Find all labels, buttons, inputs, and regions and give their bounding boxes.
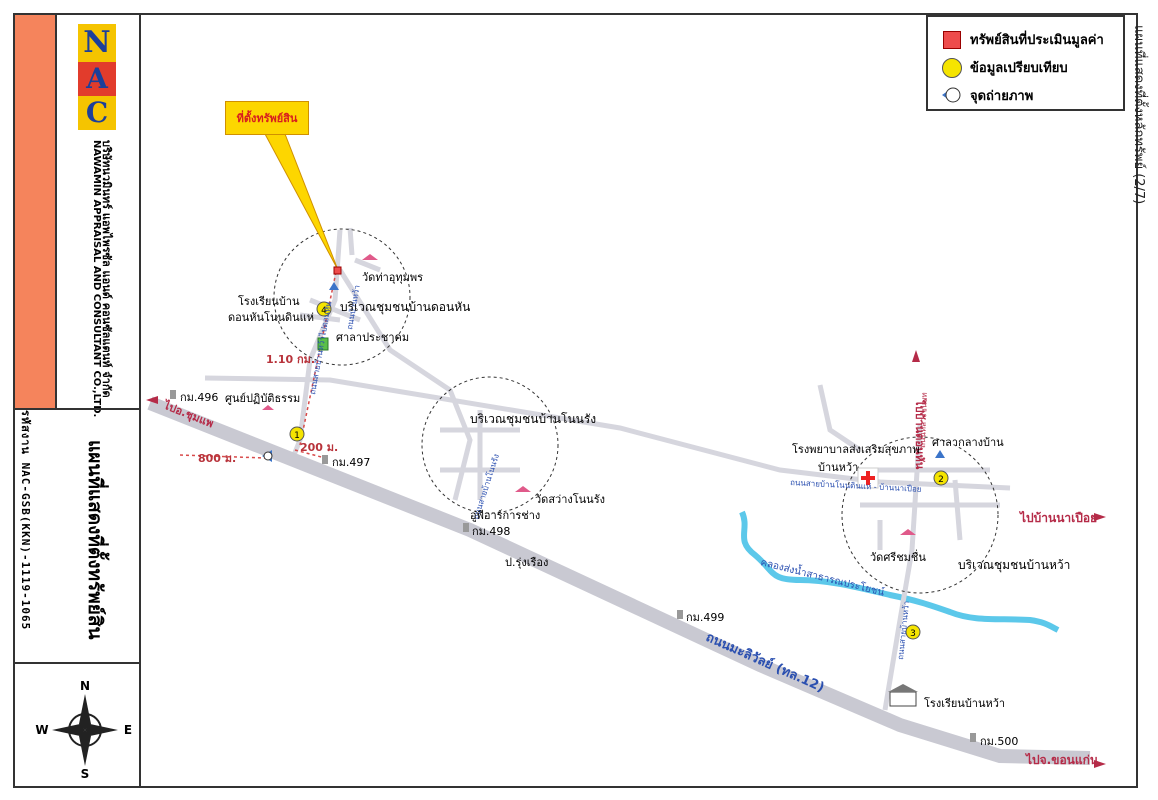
km-marker-496: กม.496: [180, 391, 219, 404]
distance-label-2: 200 ม.: [300, 441, 339, 454]
sidebar-divider: [15, 408, 141, 410]
label-school-don-han-1: โรงเรียนบ้าน: [238, 295, 300, 308]
road-label-rural: ถนนหลวงชนบท: [918, 392, 929, 448]
canal: [739, 510, 1060, 633]
label-sala-prachakhom: ศาลาประชาคม: [336, 331, 410, 344]
distance-line-3: [179, 454, 266, 459]
code-strip: [15, 15, 57, 410]
km-marker-498: กม.498: [472, 525, 511, 538]
legend: ทรัพย์สินที่ประเมินมูลค่า ข้อมูลเปรียบเท…: [926, 15, 1125, 111]
legend-label: ทรัพย์สินที่ประเมินมูลค่า: [970, 32, 1104, 48]
label-hospital-2: บ้านหว้า: [818, 461, 859, 474]
label-community-don-han: บริเวณชุมชนบ้านดอนหัน: [340, 300, 471, 314]
compass-icon: N S E W: [35, 680, 132, 780]
nac-logo: N A C: [78, 24, 118, 134]
callout-pointer: [264, 133, 339, 271]
sidebar-divider: [15, 662, 141, 664]
temple-icons: [262, 254, 916, 535]
yellow-circle-icon: [940, 56, 962, 78]
compass-n: N: [80, 680, 90, 693]
road-label-to-don-han: ไปบ้านดอนหัน: [913, 398, 927, 470]
compass-w: W: [35, 723, 48, 737]
community-circle-don-han: [273, 228, 411, 366]
logo-letter-n: N: [78, 24, 116, 62]
red-square-icon: [940, 28, 962, 50]
route-to-na-pia: ไปบ้านนาเปือย: [1020, 511, 1098, 525]
compass-s: S: [81, 767, 90, 780]
distance-line-2: [294, 449, 326, 459]
label-garage: อู่พีอาร์การช่าง: [470, 509, 541, 522]
map-frame: [13, 13, 1138, 788]
comparable-markers: 1 2 3 4: [289, 301, 949, 640]
label-school-nong-wa: โรงเรียนบ้านหว้า: [924, 697, 1006, 710]
photo-arrow-icon: [329, 282, 339, 290]
subject-property-marker: [333, 266, 342, 275]
label-wat-tha-uthumphon: วัดท่าอุทุมพร: [362, 271, 424, 284]
comparable-3: 3: [910, 629, 916, 639]
comparable-4: 4: [321, 306, 327, 316]
highway-12: [147, 396, 1091, 765]
distance-label-3: 800 ม.: [198, 452, 237, 465]
sidebar-border: [139, 15, 141, 786]
label-pump: ป.รุ่งเรือง: [505, 556, 549, 569]
camera-point-icon: [940, 84, 962, 106]
km-marker-497: กม.497: [332, 456, 371, 469]
label-practice-center: ศูนย์ปฏิบัติธรรม: [225, 392, 301, 405]
km-marker-499: กม.499: [686, 611, 725, 624]
comparable-1: 1: [294, 431, 300, 441]
label-hospital-1: โรงพยาบาลส่งเสริมสุขภาพ: [792, 443, 920, 456]
label-wat-si-chom-chuen: วัดศรีชมชื่น: [870, 551, 926, 564]
legend-label: ข้อมูลเปรียบเทียบ: [970, 60, 1068, 76]
label-sala-klang-ban: ศาลากลางบ้าน: [932, 436, 1004, 449]
label-community-nong-wa: บริเวณชุมชนบ้านหว้า: [958, 558, 1071, 572]
label-wat-sawang: วัดสว่างโนนรัง: [535, 493, 605, 506]
legend-row-subject: ทรัพย์สินที่ประเมินมูลค่า: [940, 27, 1104, 51]
route-to-khon-kaen: ไปจ.ขอนแก่น: [1026, 753, 1099, 767]
subject-callout: ที่ตั้งทรัพย์สิน: [225, 101, 309, 135]
highway-label: ถนนมะลิวัลย์ (ทล.12): [703, 629, 826, 696]
arrow-right-icon: [1094, 760, 1106, 768]
km-post-icons: [170, 390, 976, 742]
photo-arrow-icon: [935, 450, 945, 458]
arrow-left-icon: [146, 396, 158, 404]
compass-e: E: [124, 723, 132, 737]
comparable-2: 2: [938, 475, 944, 485]
distance-label-1: 1.10 กม.: [266, 353, 316, 366]
arrow-right-icon: [1094, 513, 1106, 521]
community-circle-non-rang: [421, 376, 559, 514]
school-icon: [888, 684, 918, 707]
sala-icon: [317, 337, 329, 351]
label-school-don-han-2: ดอนหันโนนดินแห่: [228, 311, 314, 324]
arrow-up-icon: [912, 350, 920, 362]
sidebar: รหัสงาน NAC-GSB(KKN)-1119-1065 N A C บริ…: [15, 15, 141, 786]
legend-row-comparable: ข้อมูลเปรียบเทียบ: [940, 55, 1068, 79]
community-circle-nong-wa: [841, 436, 999, 594]
label-community-non-rang: บริเวณชุมชนบ้านโนนรัง: [470, 412, 597, 426]
legend-row-photo: จุดถ่ายภาพ: [940, 83, 1033, 107]
logo-letter-a: A: [78, 62, 116, 96]
km-marker-500: กม.500: [980, 735, 1019, 748]
logo-letter-c: C: [78, 96, 116, 130]
legend-label: จุดถ่ายภาพ: [970, 88, 1034, 104]
